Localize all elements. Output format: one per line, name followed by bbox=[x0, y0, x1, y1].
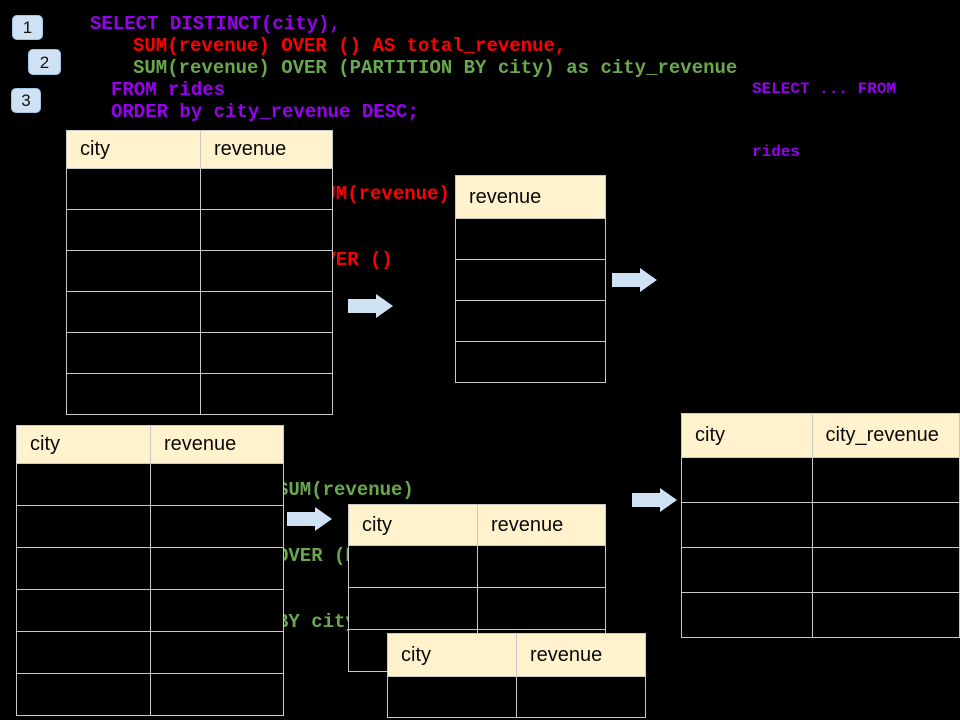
column-header: city bbox=[387, 633, 517, 677]
table-total-revenue: revenue bbox=[455, 175, 606, 383]
table-cell bbox=[150, 547, 284, 590]
column-header: city bbox=[348, 504, 478, 546]
sql-line-city-revenue: SUM(revenue) OVER (PARTITION BY city) as… bbox=[133, 57, 738, 79]
table-cell bbox=[150, 631, 284, 674]
table-cell bbox=[681, 592, 813, 638]
table-cell bbox=[150, 463, 284, 506]
annotation-line: SUM(revenue) bbox=[313, 183, 450, 205]
table-cell bbox=[16, 589, 151, 632]
table-cell bbox=[66, 373, 201, 415]
table-cell bbox=[200, 168, 333, 210]
sql-line-total-revenue: SUM(revenue) OVER () AS total_revenue, bbox=[133, 35, 567, 57]
table-cell bbox=[200, 373, 333, 415]
table-cell bbox=[150, 589, 284, 632]
table-cell bbox=[200, 332, 333, 374]
arrow-shaft bbox=[287, 512, 315, 526]
table-cell bbox=[477, 545, 606, 588]
right-arrow-icon bbox=[612, 268, 657, 292]
annotation-line: OVER () bbox=[313, 249, 393, 271]
table-cell bbox=[16, 631, 151, 674]
right-arrow-icon bbox=[287, 507, 332, 531]
table-cell bbox=[66, 332, 201, 374]
arrow-shaft bbox=[632, 493, 660, 507]
table-cell bbox=[516, 676, 646, 718]
right-arrow-icon bbox=[348, 294, 393, 318]
table-cell bbox=[348, 587, 478, 630]
table-cell bbox=[16, 505, 151, 548]
arrow-head bbox=[660, 488, 677, 512]
sql-line-order-by: ORDER by city_revenue DESC; bbox=[111, 101, 419, 123]
table-cell bbox=[66, 250, 201, 292]
side-note-line: rides bbox=[752, 143, 801, 161]
table-cell bbox=[681, 502, 813, 548]
table-cell bbox=[811, 592, 960, 638]
table-cell bbox=[66, 291, 201, 333]
step-badge-3: 3 bbox=[11, 88, 41, 113]
column-header: city bbox=[681, 413, 813, 458]
step-badge-1: 1 bbox=[12, 15, 43, 40]
table-cell bbox=[455, 218, 606, 260]
side-note-line: SELECT ... FROM bbox=[752, 80, 897, 98]
table-cell bbox=[200, 250, 333, 292]
annotation-line: SUM(revenue) bbox=[277, 479, 414, 501]
table-cell bbox=[200, 209, 333, 251]
arrow-shaft bbox=[348, 299, 376, 313]
table-cell bbox=[455, 341, 606, 383]
sql-line-from: FROM rides bbox=[111, 79, 226, 101]
right-arrow-icon bbox=[632, 488, 677, 512]
table-cell bbox=[150, 673, 284, 716]
column-header: revenue bbox=[150, 425, 284, 464]
sql-line-select: SELECT DISTINCT(city), bbox=[90, 13, 341, 35]
table-cell bbox=[200, 291, 333, 333]
column-header: revenue bbox=[455, 175, 606, 219]
table-cell bbox=[455, 300, 606, 342]
table-cell bbox=[811, 547, 960, 593]
table-cell bbox=[455, 259, 606, 301]
table-cell bbox=[16, 547, 151, 590]
annotation-total-revenue: SUM(revenue) OVER () bbox=[313, 139, 450, 315]
table-cell bbox=[681, 547, 813, 593]
column-header: revenue bbox=[477, 504, 606, 546]
table-cell bbox=[681, 457, 813, 503]
table-cell bbox=[150, 505, 284, 548]
table-cell bbox=[16, 463, 151, 506]
arrow-head bbox=[376, 294, 393, 318]
column-header: city_revenue bbox=[811, 413, 960, 458]
column-header: revenue bbox=[516, 633, 646, 677]
table-cell bbox=[16, 673, 151, 716]
column-header: revenue bbox=[200, 130, 333, 169]
table-cell bbox=[66, 168, 201, 210]
table-cell bbox=[387, 676, 517, 718]
table-cell bbox=[811, 457, 960, 503]
arrow-head bbox=[640, 268, 657, 292]
step-badge-2: 2 bbox=[28, 49, 61, 75]
table-cell bbox=[477, 587, 606, 630]
side-note-select-from-rides: SELECT ... FROM rides bbox=[752, 37, 896, 205]
column-header: city bbox=[66, 130, 201, 169]
table-cell bbox=[348, 545, 478, 588]
arrow-head bbox=[315, 507, 332, 531]
table-cell bbox=[66, 209, 201, 251]
column-header: city bbox=[16, 425, 151, 464]
table-cell bbox=[811, 502, 960, 548]
arrow-shaft bbox=[612, 273, 640, 287]
